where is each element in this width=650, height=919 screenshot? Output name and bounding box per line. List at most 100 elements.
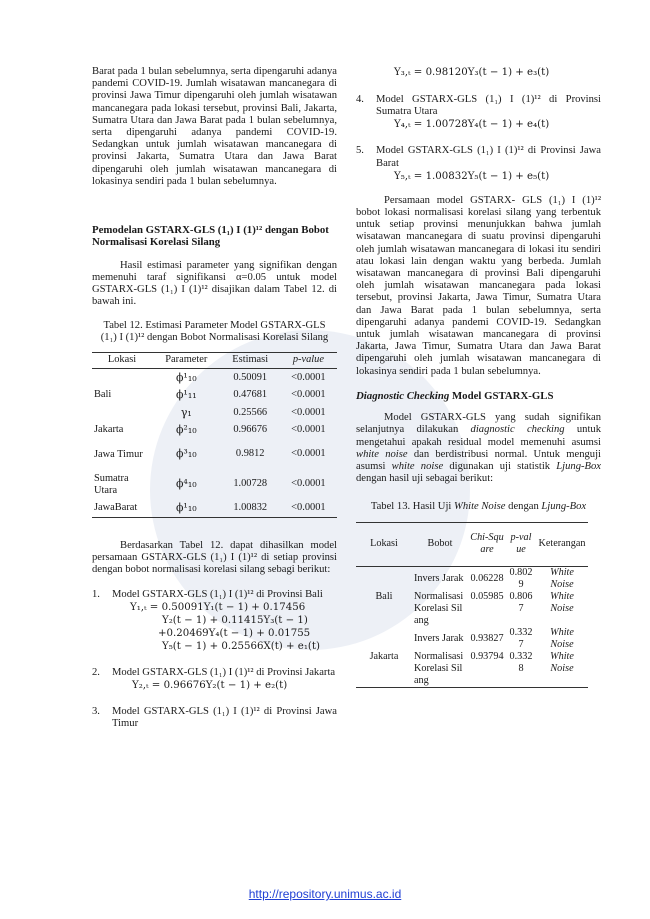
list-number: 1. <box>92 588 100 600</box>
cell-bobot: Normalisasi Korelasi Silang <box>414 590 464 626</box>
list-number: 2. <box>92 666 100 678</box>
cell-estimasi: 0.96676 <box>233 424 268 436</box>
cell-parameter: ϕ¹₁₀ <box>175 370 197 384</box>
list-item: 4. Model GSTARX-GLS (1₁) I (1)¹² di Prov… <box>356 94 601 131</box>
paragraph: Berdasarkan Tabel 12. dapat dihasilkan m… <box>92 540 337 576</box>
cell-parameter: ϕ³₁₀ <box>175 447 197 461</box>
paragraph: Barat pada 1 bulan sebelumnya, serta dip… <box>92 66 337 187</box>
cell-estimasi: 1.00728 <box>233 478 268 490</box>
table-row: Jakarta ϕ²₁₀ 0.96676 <0.0001 <box>92 422 337 440</box>
section-heading: Diagnostic Checking Model GSTARX-GLS <box>356 390 601 402</box>
equation: Y₁,ₜ = 0.50091Y₁(t − 1) + 0.17456 <box>130 601 306 613</box>
repository-link[interactable]: http://repository.unimus.ac.id <box>248 887 402 901</box>
table-row: Bali ϕ¹₁₁ 0.47681 <0.0001 <box>92 387 337 405</box>
table-row: Normalisasi Korelasi Silang 0.93794 0.33… <box>356 651 588 688</box>
text-run: Tabel 13. Hasil Uji <box>370 501 454 513</box>
cell-chi-square: 0.93794 <box>470 650 504 662</box>
cell-lokasi: Bali <box>94 389 112 401</box>
cell-keterangan: White Noise <box>550 650 574 674</box>
cell-lokasi <box>92 405 152 422</box>
text-run: dan berdistribusi normal. Untuk menguji … <box>356 448 601 473</box>
cell-estimasi: 0.9812 <box>235 448 265 460</box>
cell-p-value: 0.8067 <box>509 590 533 614</box>
heading-rest: Model GSTARX-GLS <box>449 389 554 402</box>
cell-chi-square: 0.06228 <box>470 572 504 584</box>
university-logo-watermark <box>150 330 470 650</box>
table-row: Sumatra Utara ϕ⁴₁₀ 1.00728 <0.0001 <box>92 470 337 500</box>
text-run-italic: Ljung-Box <box>541 501 587 513</box>
text-run: Model GSTARX-GLS yang sudah signifikan s… <box>356 412 601 436</box>
equation: Y₂(t − 1) + 0.11415Y₃(t − 1) <box>162 614 308 626</box>
cell-keterangan: White Noise <box>550 626 574 650</box>
column-header: Keterangan <box>538 538 586 550</box>
text-run-italic: white noise <box>391 461 444 473</box>
paragraph: Model GSTARX-GLS yang sudah signifikan s… <box>356 412 601 485</box>
cell-bobot: Invers Jarak <box>414 572 464 584</box>
cell-parameter: ϕ¹₁₁ <box>175 388 197 402</box>
cell-keterangan: White Noise <box>550 566 574 590</box>
page-footer: http://repository.unimus.ac.id <box>0 887 650 901</box>
cell-p-value: <0.0001 <box>291 406 326 418</box>
cell-lokasi: JawaBarat <box>94 502 138 514</box>
model-list: 1. Model GSTARX-GLS (1₁) I (1)¹² di Prov… <box>92 589 337 731</box>
text-run: dengan hasil uji sebagai berikut: <box>356 473 494 485</box>
equation: Y₅,ₜ = 1.00832Y₅(t − 1) + e₅(t) <box>394 170 550 182</box>
column-header: Bobot <box>427 538 453 550</box>
equation: Y₄,ₜ = 1.00728Y₄(t − 1) + e₄(t) <box>394 119 550 131</box>
table-12: Lokasi Parameter Estimasi p-value ϕ¹₁₀ 0… <box>92 352 337 519</box>
text-run: dengan <box>505 501 542 513</box>
cell-p-value: <0.0001 <box>291 371 326 383</box>
heading-italic: Diagnostic Checking <box>356 389 450 402</box>
column-header: p-value <box>510 532 532 556</box>
table-row: Bali Invers Jarak 0.06228 0.8029 White N… <box>356 566 588 602</box>
cell-lokasi: Jakarta <box>94 424 124 436</box>
cell-lokasi: Sumatra Utara <box>94 472 129 496</box>
left-column: Barat pada 1 bulan sebelumnya, serta dip… <box>92 66 337 730</box>
text-run-italic: white noise <box>356 448 408 460</box>
column-header: Parameter <box>165 354 208 366</box>
table-caption: Tabel 13. Hasil Uji White Noise dengan L… <box>356 501 601 513</box>
column-header: Lokasi <box>370 538 398 550</box>
right-column: Y₃,ₜ = 0.98120Y₃(t − 1) + e₃(t) 4. Model… <box>356 66 601 688</box>
text-run-italic: Ljung-Box <box>556 461 602 473</box>
equation: Y₃,ₜ = 0.98120Y₃(t − 1) + e₃(t) <box>394 67 550 78</box>
column-header: Lokasi <box>107 354 137 366</box>
paragraph: Hasil estimasi parameter yang signifikan… <box>92 259 337 308</box>
equation: Y₂,ₜ = 0.96676Y₂(t − 1) + e₂(t) <box>132 680 288 692</box>
table-row: γ₁ 0.25566 <0.0001 <box>92 405 337 422</box>
text-run: digunakan uji statistik <box>443 461 557 473</box>
text-run-italic: diagnostic checking <box>470 424 565 436</box>
cell-bobot: Invers Jarak <box>414 632 464 644</box>
cell-estimasi: 0.25566 <box>233 406 268 418</box>
table-caption: Tabel 12. Estimasi Parameter Model GSTAR… <box>100 319 329 343</box>
table-13: Lokasi Bobot Chi-Square p-value Keterang… <box>356 521 588 688</box>
table-row: ϕ¹₁₀ 0.50091 <0.0001 <box>92 369 337 387</box>
list-number: 4. <box>356 94 364 105</box>
column-header: Estimasi <box>232 354 269 366</box>
table-row: JawaBarat ϕ¹₁₀ 1.00832 <0.0001 <box>92 500 337 518</box>
cell-p-value: <0.0001 <box>291 478 326 490</box>
cell-parameter: ϕ²₁₀ <box>175 423 197 437</box>
text-run: untuk mengetahui apakah residual model m… <box>356 424 601 448</box>
equation: Y₅(t − 1) + 0.25566X(t) + e₁(t) <box>162 640 320 652</box>
list-text: Model GSTARX-GLS (1₁) I (1)¹² di Provins… <box>376 94 601 118</box>
paragraph: Persamaan model GSTARX- GLS (1₁) I (1)¹²… <box>356 194 601 377</box>
list-text: Model GSTARX-GLS (1₁) I (1)¹² di Provins… <box>112 706 337 730</box>
table-row: Jawa Timur ϕ³₁₀ 0.9812 <0.0001 <box>92 440 337 470</box>
equation: +0.20469Y₄(t − 1) + 0.01755 <box>158 627 311 639</box>
cell-p-value: <0.0001 <box>291 389 326 401</box>
list-text: Model GSTARX-GLS (1₁) I (1)¹² di Provins… <box>376 145 601 169</box>
cell-p-value: 0.8029 <box>509 566 533 590</box>
cell-lokasi: Bali <box>375 590 393 602</box>
cell-p-value: <0.0001 <box>291 502 326 514</box>
cell-p-value: <0.0001 <box>291 424 326 436</box>
cell-estimasi: 0.50091 <box>233 371 268 383</box>
cell-p-value: <0.0001 <box>291 448 326 460</box>
cell-parameter: γ₁ <box>180 405 192 419</box>
cell-keterangan: White Noise <box>550 590 574 614</box>
cell-lokasi <box>92 369 152 387</box>
cell-chi-square: 0.93827 <box>470 632 504 644</box>
table-row: Jakarta Invers Jarak 0.93827 0.3327 Whit… <box>356 626 588 662</box>
cell-parameter: ϕ⁴₁₀ <box>175 477 197 491</box>
cell-parameter: ϕ¹₁₀ <box>175 501 197 515</box>
